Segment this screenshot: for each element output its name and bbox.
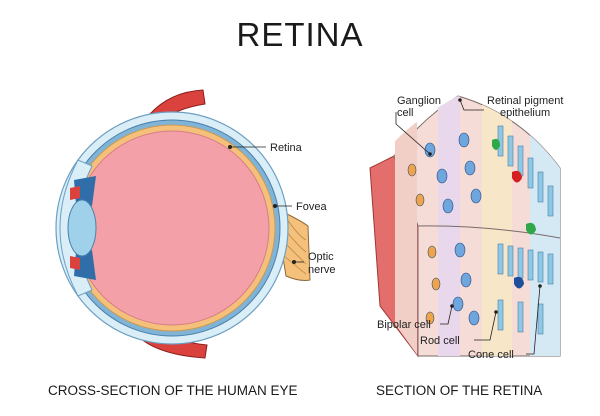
iris-top	[74, 176, 96, 206]
pigment-red	[512, 170, 522, 183]
label-optic: Optic	[308, 251, 334, 263]
pigment-navy	[514, 276, 524, 289]
lens	[67, 199, 97, 257]
label-retina: Retina	[270, 142, 303, 154]
retina-cell-bodies	[407, 132, 482, 326]
pigment-green-2	[526, 222, 536, 235]
page-title: RETINA	[236, 16, 364, 53]
caption-eye: CROSS-SECTION OF THE HUMAN EYE	[48, 383, 298, 398]
label-rod: Rod cell	[420, 335, 460, 347]
label-fovea: Fovea	[296, 201, 327, 213]
label-bipolar: Bipolar cell	[377, 319, 431, 331]
iris-bottom	[74, 250, 96, 280]
caption-retina: SECTION OF THE RETINA	[376, 383, 543, 398]
label-ganglion-cell: cell	[397, 107, 414, 119]
label-nerve: nerve	[308, 264, 336, 276]
label-ganglion: Ganglion	[397, 95, 441, 107]
label-rpe: Retinal pigment	[487, 95, 563, 107]
rod-cells	[497, 125, 554, 335]
label-rpe-epithelium: epithelium	[500, 107, 550, 119]
label-cone: Cone cell	[468, 349, 514, 361]
pigment-green-1	[492, 138, 500, 150]
